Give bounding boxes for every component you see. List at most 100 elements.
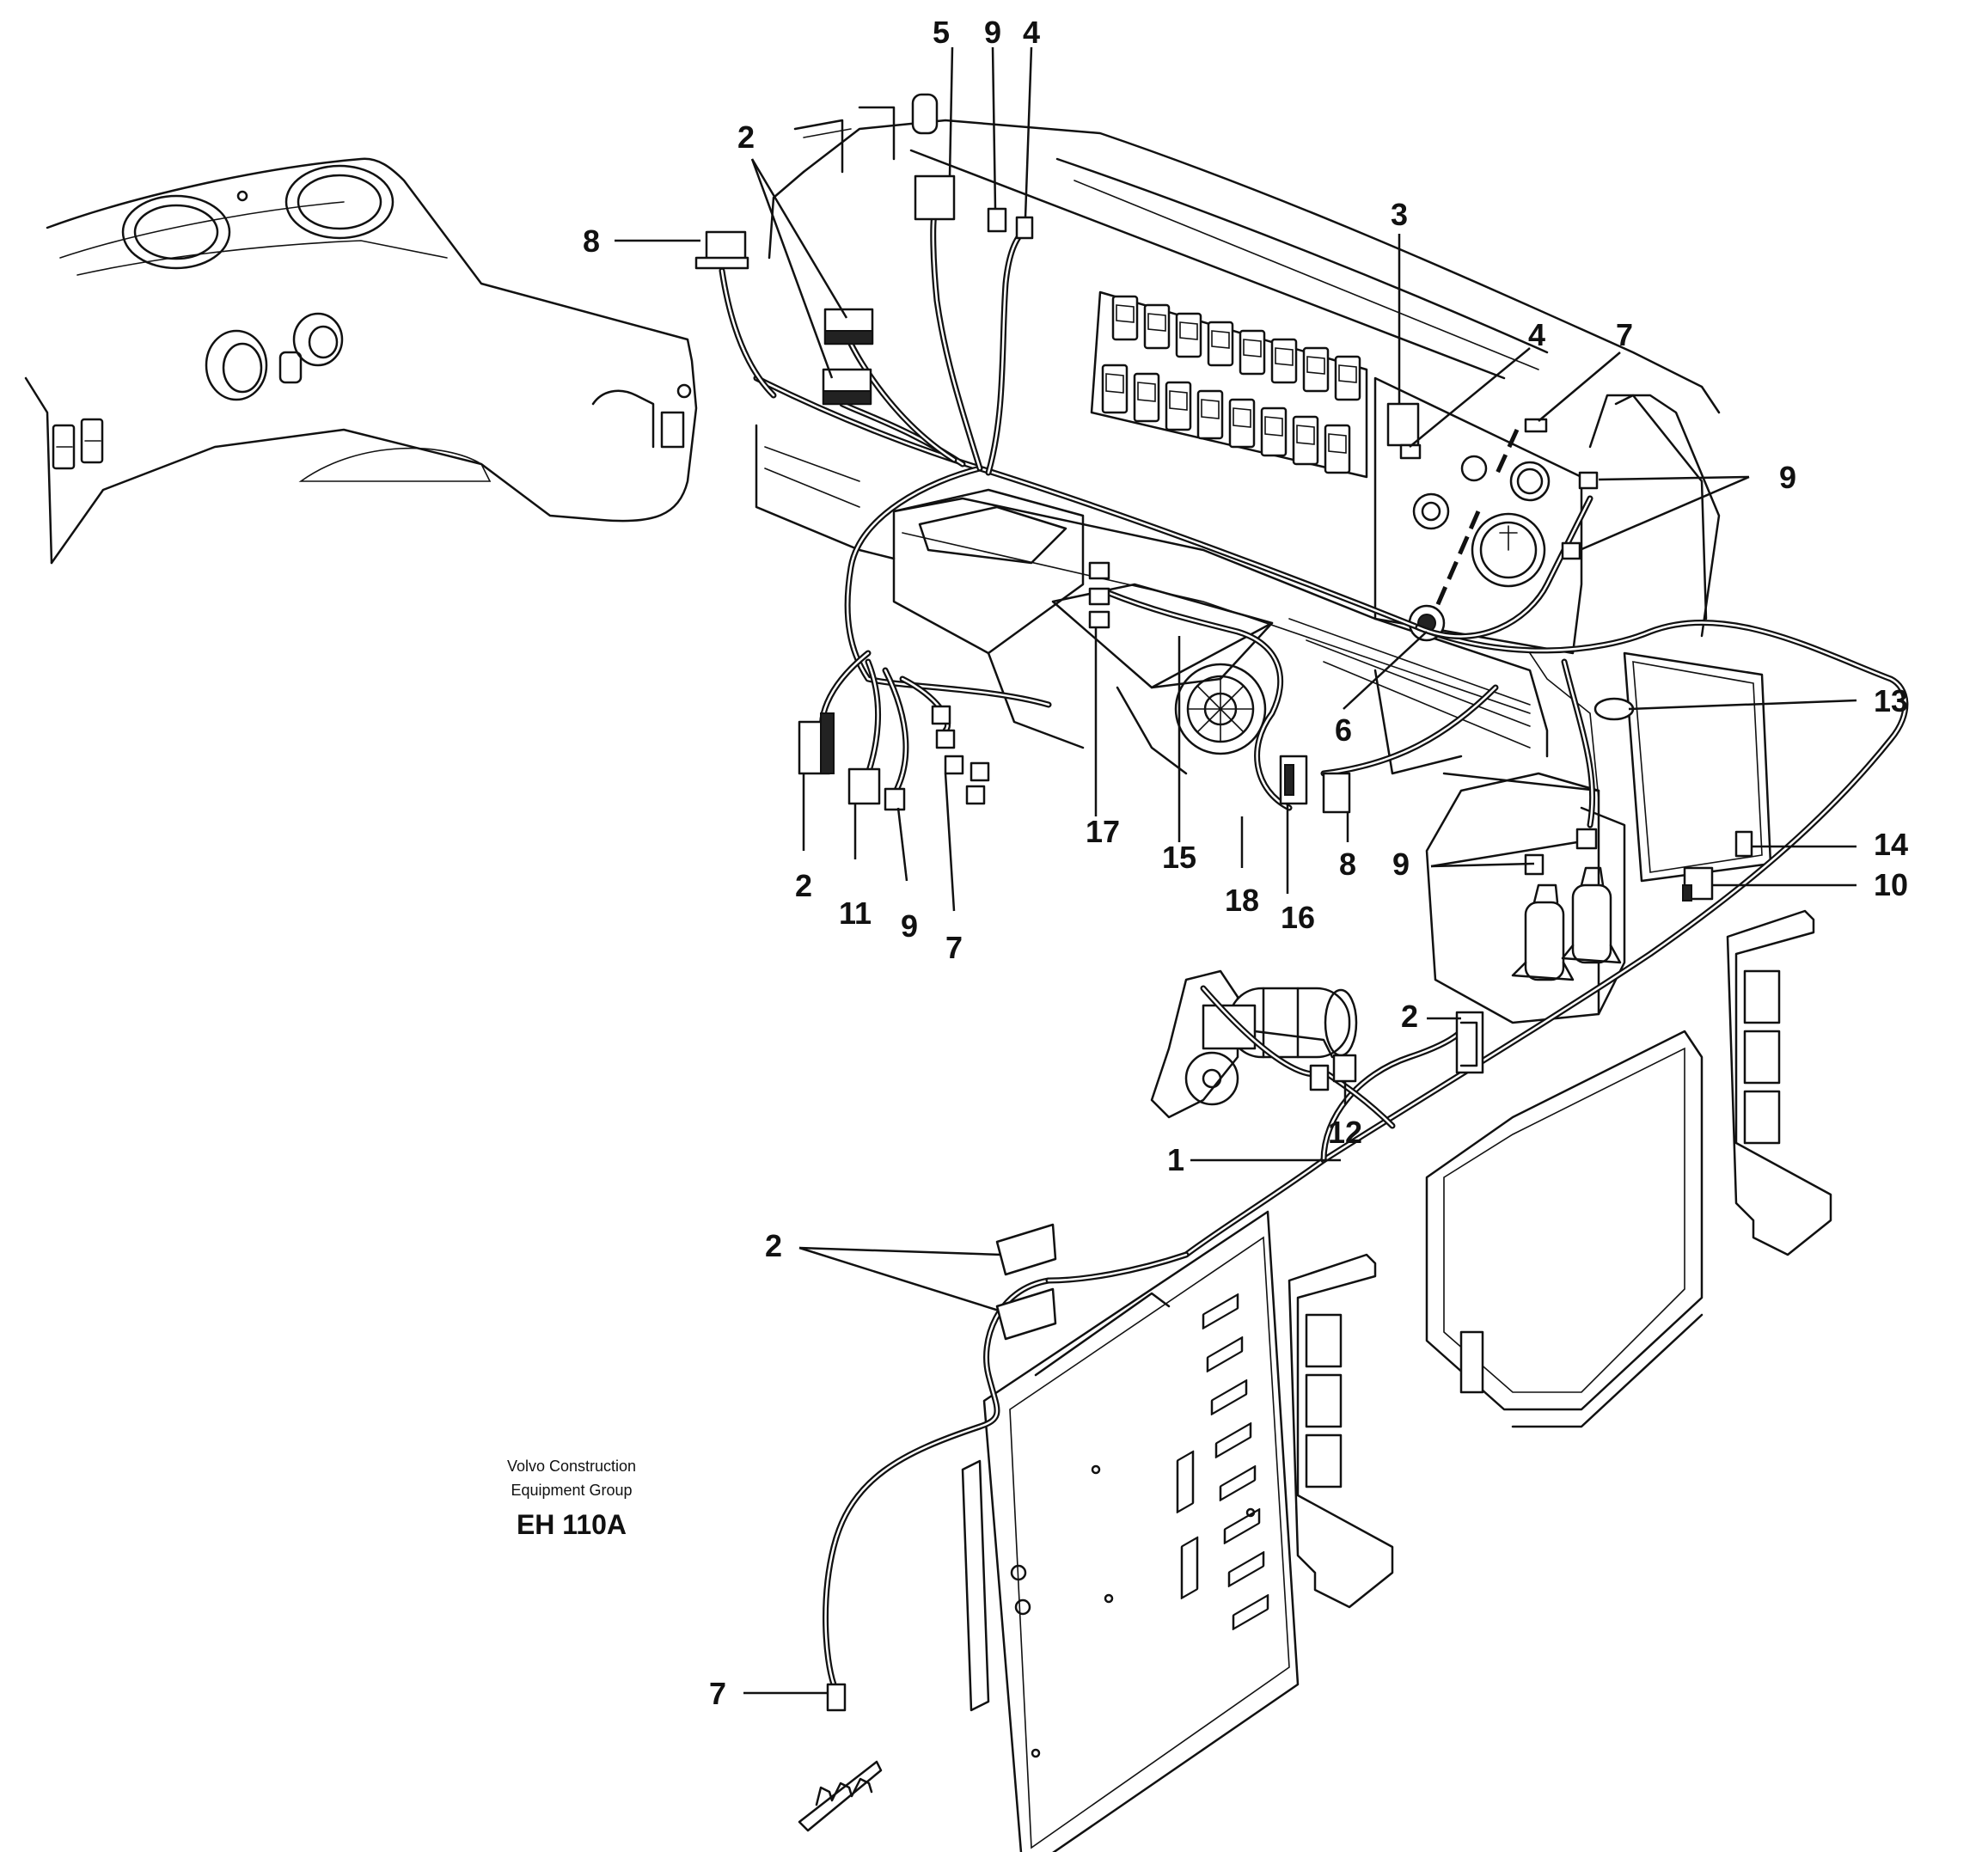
callout-3: 3 (1391, 197, 1408, 232)
rocker-switch (1324, 424, 1351, 474)
harness-cable (930, 211, 983, 472)
callout-4: 4 (1528, 317, 1545, 352)
callout-9: 9 (1779, 460, 1796, 495)
rocker-switch-face (1116, 304, 1135, 323)
harness-cable-core (1326, 1073, 1394, 1128)
rocker-switch-face (1179, 321, 1198, 340)
board-chip (1223, 1507, 1261, 1544)
callout-7: 7 (709, 1676, 726, 1711)
wiper-motor (1150, 969, 1358, 1119)
rocker-switch-face (1243, 339, 1262, 358)
callout-6: 6 (1335, 712, 1352, 748)
harness-cable (823, 1277, 1052, 1688)
callout-11: 11 (839, 895, 872, 931)
board-chip (1202, 1293, 1239, 1329)
callout-9: 9 (1392, 847, 1410, 882)
callout-8: 8 (583, 223, 600, 259)
harness-cable (985, 229, 1026, 476)
callout-2: 2 (795, 868, 812, 903)
board-chip (1206, 1336, 1244, 1372)
side-gauge-panel (1373, 376, 1721, 800)
caption-company: Volvo Construction (507, 1458, 636, 1475)
callout-13: 13 (1874, 683, 1908, 718)
rocker-switch (1292, 415, 1319, 466)
callout-17: 17 (1086, 814, 1120, 849)
publisher-caption: Volvo Construction Equipment Group EH 11… (507, 1458, 636, 1540)
connectors (694, 93, 1753, 1712)
rocker-switch (1165, 381, 1192, 431)
dashboard-cover-panel (24, 157, 698, 565)
callout-2: 2 (765, 1228, 782, 1263)
harness-cable (1105, 590, 1293, 811)
rocker-switch (1260, 406, 1288, 457)
mounting-brackets (1288, 909, 1832, 1609)
callout-1: 1 (1167, 1142, 1184, 1177)
rocker-switch-face (1264, 416, 1283, 437)
callout-9: 9 (984, 15, 1001, 50)
harness-cable-core (755, 376, 1907, 1256)
switch-panel (1090, 290, 1368, 479)
harness-cable-core (884, 669, 908, 797)
harness-cable-core (1047, 1253, 1188, 1282)
board-chip (1232, 1593, 1269, 1630)
board-chip (1180, 1536, 1199, 1599)
rocker-switch-face (1137, 382, 1156, 402)
rocker-switch-face (1275, 347, 1294, 366)
rocker-switch-face (1211, 330, 1230, 349)
harness-cable-core (1202, 987, 1317, 1076)
harness-cable (844, 465, 1052, 708)
rocker-switch-face (1233, 407, 1251, 428)
harness-cable-core (1563, 660, 1593, 827)
board-chip (1219, 1464, 1257, 1501)
callout-9: 9 (901, 908, 918, 944)
callout-8: 8 (1339, 847, 1356, 882)
callout-12: 12 (1328, 1115, 1362, 1150)
harness-cable-core (849, 342, 956, 461)
rocker-switch-face (1169, 390, 1188, 411)
harness-cable-core (987, 230, 1025, 474)
callout-2: 2 (1401, 999, 1418, 1034)
leader-lines (615, 46, 1857, 1695)
rocker-switch-face (1147, 313, 1166, 332)
board-chip (1210, 1378, 1248, 1415)
electronic-control-unit (1425, 1030, 1704, 1428)
harness-cable-core (1322, 686, 1497, 775)
callout-5: 5 (933, 15, 950, 50)
board-chip (1176, 1450, 1195, 1513)
caption-group: Equipment Group (511, 1482, 632, 1499)
rocker-switch-face (1105, 373, 1124, 394)
board-chip (1214, 1421, 1252, 1458)
rocker-switch-face (1306, 356, 1325, 375)
callout-16: 16 (1281, 900, 1315, 935)
harness-cable-core (932, 213, 982, 470)
caption-code: EH 110A (517, 1509, 627, 1540)
harness-cable-core (846, 467, 1050, 706)
instrument-panel-frame (755, 106, 1721, 792)
harness-cable-core (720, 269, 775, 397)
harness-cable (719, 267, 777, 399)
connector-strip (798, 1760, 883, 1832)
callout-18: 18 (1225, 883, 1259, 918)
rocker-switch (1101, 364, 1129, 414)
harness-cable-core (1322, 1030, 1463, 1162)
rocker-switch-face (1338, 364, 1357, 383)
harness-cable-core (866, 660, 879, 775)
harness-cable-core (824, 1279, 1050, 1686)
harness-cable (1045, 1251, 1190, 1284)
rocker-switch (1196, 389, 1224, 440)
callout-4: 4 (1023, 15, 1040, 50)
harness-cable (1561, 658, 1596, 828)
board-chip (1227, 1550, 1265, 1587)
rocker-switch-face (1296, 425, 1315, 445)
callout-7: 7 (1616, 317, 1633, 352)
rocker-switch-face (1201, 399, 1220, 419)
rocker-switch-face (1328, 433, 1347, 454)
harness-cable-core (1107, 591, 1291, 810)
circuit-board (961, 1210, 1300, 1852)
callout-10: 10 (1874, 867, 1908, 902)
rocker-switch (1133, 372, 1160, 423)
callout-14: 14 (1874, 827, 1908, 862)
rocker-switch (1228, 398, 1256, 449)
callout-7: 7 (945, 930, 963, 965)
